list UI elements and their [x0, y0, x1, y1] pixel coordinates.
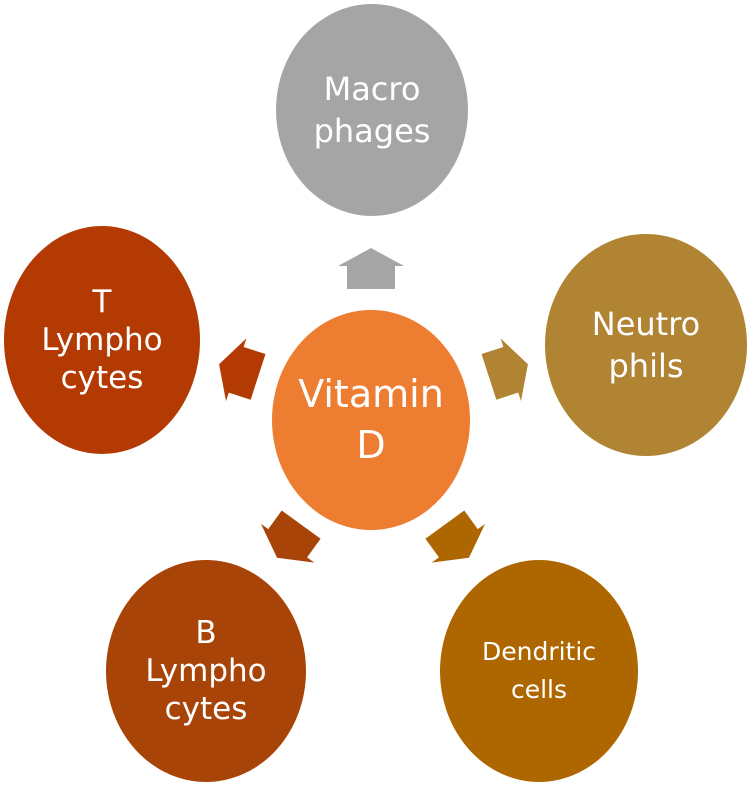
node-vitamin-d-line-2: D: [356, 423, 386, 467]
arrow-to-b-lymphocytes: [260, 510, 321, 563]
node-t-lymphocytes: T Lympho cytes: [4, 226, 200, 454]
node-vitamin-d-line-1: Vitamin: [298, 372, 444, 416]
node-t-lymphocytes-line-1: T: [92, 284, 112, 320]
arrow-to-macrophages: [338, 248, 404, 289]
node-neutrophils: Neutro phils: [545, 234, 747, 456]
node-b-lymphocytes-line-2: Lympho: [145, 653, 267, 689]
node-macrophages: Macro phages: [276, 4, 468, 216]
arrow-to-dendritic-cells: [425, 510, 486, 563]
node-macrophages-line-1: Macro: [323, 70, 421, 108]
node-neutrophils-line-2: phils: [608, 347, 684, 385]
node-t-lymphocytes-line-3: cytes: [60, 360, 144, 396]
node-dendritic-cells-line-1: Dendritic: [481, 637, 597, 666]
node-neutrophils-line-1: Neutro: [591, 305, 701, 343]
arrow-to-t-lymphocytes: [219, 338, 266, 402]
node-dendritic-cells-line-2: cells: [510, 675, 568, 704]
node-t-lymphocytes-line-2: Lympho: [41, 322, 163, 358]
node-macrophages-line-2: phages: [313, 112, 431, 150]
node-b-lymphocytes-line-1: B: [195, 615, 217, 651]
node-dendritic-cells: Dendritic cells: [440, 560, 638, 782]
arrow-to-neutrophils: [481, 338, 528, 402]
node-b-lymphocytes: B Lympho cytes: [106, 560, 306, 782]
node-b-lymphocytes-line-3: cytes: [164, 691, 248, 727]
node-vitamin-d: Vitamin D: [272, 310, 470, 530]
